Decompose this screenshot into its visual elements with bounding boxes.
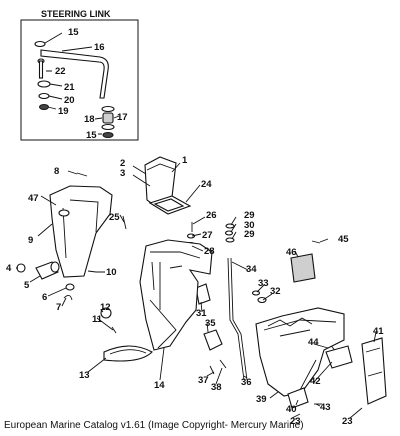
label-29a: 29 (244, 210, 255, 221)
inset-label-16: 16 (94, 42, 105, 53)
label-14: 14 (154, 380, 165, 391)
label-38: 38 (211, 382, 222, 393)
inset-label-15a: 15 (68, 27, 79, 38)
label-28: 28 (204, 246, 215, 257)
label-24: 24 (201, 179, 212, 190)
label-46: 46 (286, 247, 297, 258)
washer-r1 (101, 105, 115, 113)
label-26: 26 (206, 210, 217, 221)
nut-r (102, 132, 114, 138)
part-seal (103, 345, 153, 362)
label-1: 1 (182, 155, 188, 166)
washer-mid (38, 92, 50, 100)
label-31: 31 (196, 308, 207, 319)
label-34: 34 (246, 264, 257, 275)
label-45: 45 (338, 234, 349, 245)
part-lower-unit (255, 307, 345, 397)
label-13: 13 (79, 370, 90, 381)
part-bracket (203, 329, 223, 351)
label-43: 43 (320, 402, 331, 413)
spacer (37, 80, 51, 88)
inset-label-21: 21 (64, 82, 75, 93)
inset-title: STEERING LINK (41, 9, 111, 19)
label-5: 5 (24, 280, 30, 291)
leader-lines (16, 162, 377, 420)
inset-label-20: 20 (64, 95, 75, 106)
bushing (102, 112, 114, 124)
inset-label-18: 18 (84, 114, 95, 125)
label-37: 37 (198, 375, 209, 386)
label-9: 9 (28, 235, 33, 246)
label-32: 32 (270, 286, 281, 297)
part-connector (290, 253, 316, 283)
label-25: 25 (109, 212, 120, 223)
label-11: 11 (92, 314, 103, 325)
inset-label-17: 17 (117, 112, 128, 123)
label-41: 41 (373, 326, 384, 337)
label-29b: 29 (244, 229, 255, 240)
part-nut (16, 263, 26, 273)
part-labels: 1 2 3 24 8 47 9 25 26 27 28 29 30 29 46 … (6, 155, 384, 427)
part-shift-rod (227, 257, 245, 381)
locknut (39, 104, 49, 110)
label-4: 4 (6, 263, 12, 274)
label-47: 47 (28, 193, 39, 204)
steering-link-rod (40, 49, 109, 99)
label-23b: 23 (342, 416, 353, 427)
label-44: 44 (308, 337, 319, 348)
inset-label-19: 19 (58, 106, 69, 117)
label-40: 40 (286, 404, 297, 415)
label-27: 27 (202, 230, 213, 241)
steering-link-inset: STEERING LINK 15 16 22 21 20 19 18 17 15 (20, 9, 139, 141)
label-42: 42 (310, 376, 321, 387)
washer-top (34, 40, 46, 48)
inset-frame (20, 19, 139, 141)
label-39: 39 (256, 394, 267, 405)
label-3: 3 (120, 168, 125, 179)
label-2: 2 (120, 158, 125, 169)
washer-r2 (101, 123, 115, 131)
label-36: 36 (241, 377, 252, 388)
bolt-shank (38, 60, 44, 79)
label-12: 12 (100, 302, 111, 313)
inset-label-22: 22 (55, 66, 66, 77)
label-7: 7 (56, 302, 61, 313)
part-anode (325, 345, 353, 369)
part-exhaust-cowl (49, 185, 113, 278)
part-cup (195, 283, 211, 305)
copyright-caption: European Marine Catalog v1.61 (Image Cop… (4, 420, 304, 431)
label-10: 10 (106, 267, 117, 278)
part-plate (361, 337, 387, 405)
part-driveshaft-housing (139, 239, 213, 351)
inset-label-15b: 15 (86, 130, 97, 141)
label-8: 8 (54, 166, 59, 177)
parts (16, 156, 387, 419)
label-35: 35 (205, 318, 216, 329)
label-33: 33 (258, 278, 269, 289)
label-23a: 23 (290, 416, 301, 427)
label-6: 6 (42, 292, 47, 303)
label-30: 30 (244, 220, 255, 231)
